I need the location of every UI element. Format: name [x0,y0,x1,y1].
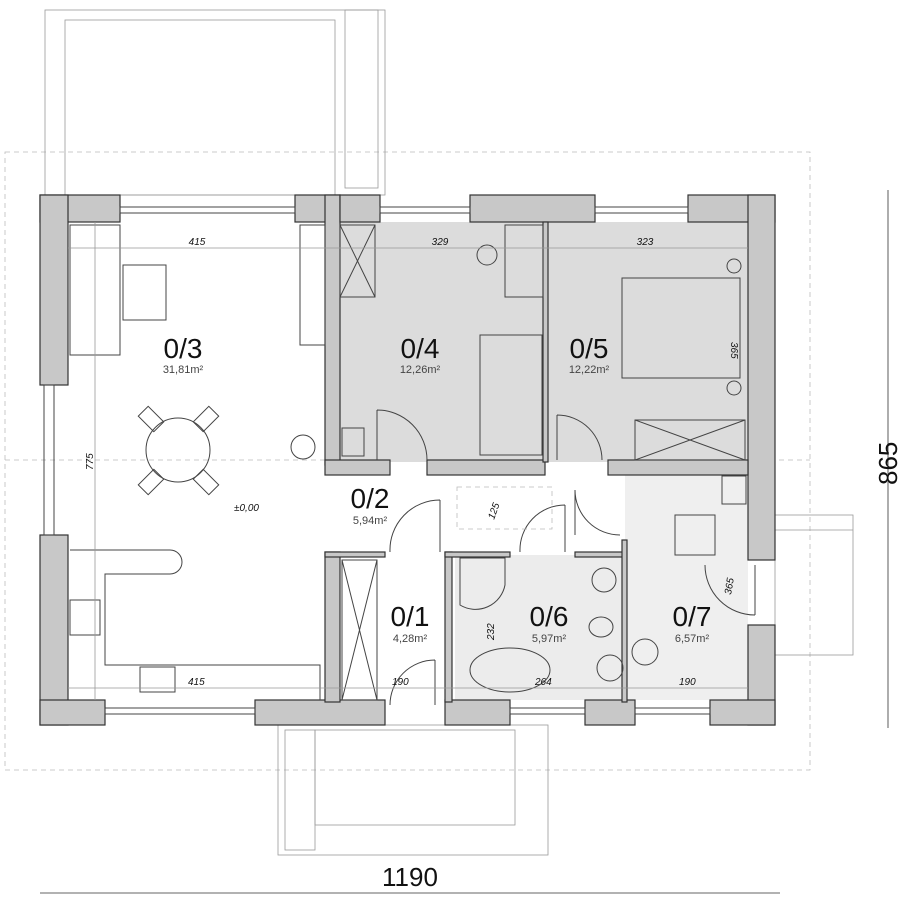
dim-total-depth: 865 [873,442,903,485]
dim-room7-depth: 365 [723,577,737,596]
washbasin-0-7 [631,638,659,666]
windows [43,206,711,715]
dim-room5: 323 [637,237,654,248]
shower [459,557,506,610]
dim-room3-top: 415 [189,237,206,248]
room-0-4-floor [340,222,545,462]
room-0-6-label: 0/6 5,97m² [530,601,569,645]
dim-bed: 365 [728,342,739,359]
room-0-7-floor [625,475,748,700]
washing-machine [591,567,617,593]
desk-chair [476,244,498,266]
dim-room4: 329 [432,237,449,248]
dim-total-width: 1190 [382,862,438,892]
washer-0-4 [341,427,365,457]
dim-bath-depth: 232 [486,623,497,641]
dim-bath-width: 264 [534,677,552,688]
svg-text:0/1: 0/1 [391,601,430,632]
room-0-3-label: 0/3 31,81m² [163,333,204,376]
wardrobe-0-5 [634,419,746,461]
svg-text:0/6: 0/6 [530,601,569,632]
svg-text:0/4: 0/4 [401,333,440,364]
dim-room3-bottom: 415 [188,677,205,688]
doors [376,409,756,706]
room-0-1-label: 0/1 4,28m² [391,601,430,645]
room-0-4-label: 0/4 12,26m² [400,333,441,376]
bed-0-4 [479,334,543,456]
dim-room7: 190 [679,677,696,688]
bathtub [469,647,551,693]
svg-text:31,81m²: 31,81m² [163,364,204,376]
cabinet-0-7 [674,514,716,556]
dim-room3-depth: 775 [85,453,96,470]
desk [504,224,544,298]
sink [139,666,176,693]
wardrobe-0-1 [341,559,378,701]
svg-text:5,97m²: 5,97m² [532,633,567,645]
boiler [721,475,747,505]
kitchen-counter [70,549,321,700]
cooktop [69,599,101,636]
room-0-6-floor [455,555,625,700]
svg-text:6,57m²: 6,57m² [675,633,710,645]
svg-text:0/3: 0/3 [164,333,203,364]
dining-table [145,417,211,483]
terrace-right [774,514,854,656]
room-0-7-label: 0/7 6,57m² [673,601,712,645]
dim-hatch: 125 [486,501,502,521]
bed-0-5 [621,277,741,379]
room-0-5-label: 0/5 12,22m² [569,333,610,376]
washbasin [596,654,624,682]
terrace-bottom [277,724,549,856]
svg-text:0/5: 0/5 [570,333,609,364]
svg-text:0/2: 0/2 [351,483,390,514]
dim-room1: 190 [392,677,409,688]
furniture [69,224,747,701]
toilet [588,616,614,638]
room-0-2-label: 0/2 5,94m² [351,483,390,527]
wardrobe-0-4 [339,224,376,298]
svg-text:4,28m²: 4,28m² [393,633,428,645]
fireplace-icon [290,434,316,460]
tv-unit [299,224,326,346]
terrace-top [44,9,386,196]
svg-text:12,22m²: 12,22m² [569,364,610,376]
svg-text:5,94m²: 5,94m² [353,515,388,527]
dimension-lines [40,190,889,894]
level-mark: ±0,00 [234,503,259,514]
attic-hatch [456,486,553,530]
coffee-table [122,264,167,321]
svg-text:12,26m²: 12,26m² [400,364,441,376]
svg-text:0/7: 0/7 [673,601,712,632]
